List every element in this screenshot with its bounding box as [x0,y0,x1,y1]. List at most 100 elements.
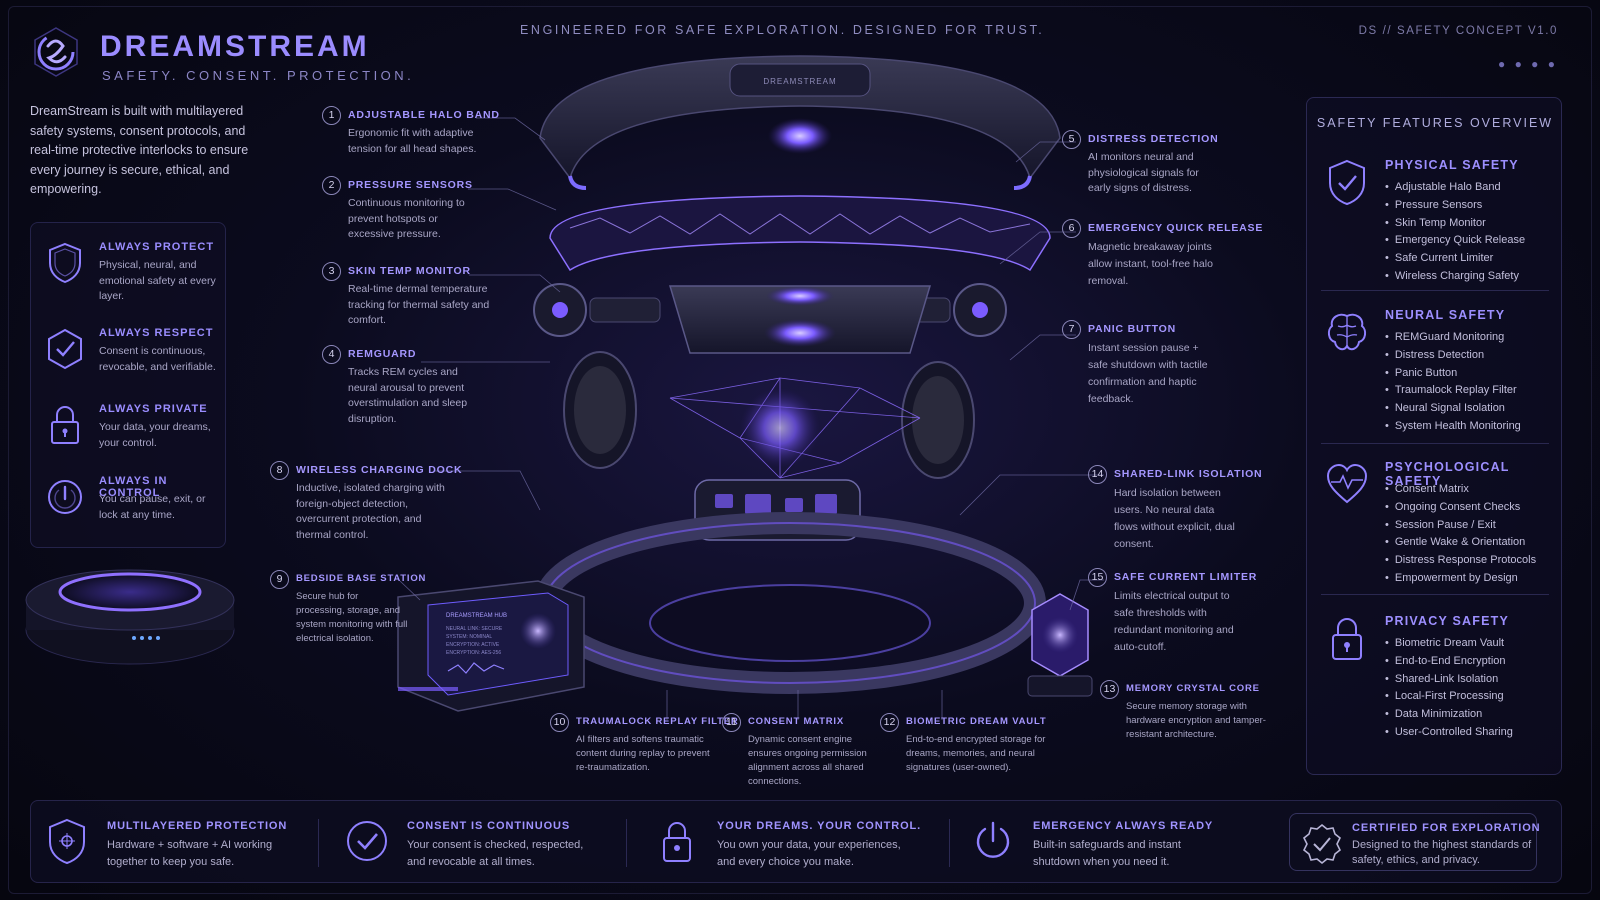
divider [1321,290,1549,291]
divider [318,819,319,867]
pillar-desc: Your data, your dreams, your control. [99,421,211,449]
callout-number: 12 [880,713,899,732]
divider [949,819,950,867]
pillar-title: ALWAYS RESPECT [99,327,214,339]
benefit-title: CERTIFIED FOR EXPLORATION [1352,822,1541,834]
callout-title: WIRELESS CHARGING DOCK [296,464,463,476]
list-item: Emergency Quick Release [1385,232,1525,250]
benefit-multilayered-protection: MULTILAYERED PROTECTION Hardware + softw… [31,801,311,884]
pillar-desc: You can pause, exit, or lock at any time… [99,493,206,521]
callout-number: 6 [1062,219,1081,238]
benefit-title: YOUR DREAMS. YOUR CONTROL. [717,820,922,832]
brand-tagline: SAFETY. CONSENT. PROTECTION. [102,68,415,83]
check-circle-icon [345,817,389,867]
list-item: Traumalock Replay Filter [1385,382,1521,400]
list-item: Adjustable Halo Band [1385,179,1525,197]
brand-title: DREAMSTREAM [100,30,370,63]
version-label: DS // SAFETY CONCEPT V1.0 [1358,25,1558,37]
section-list: REMGuard Monitoring Distress Detection P… [1385,329,1521,436]
page-dots-indicator[interactable]: ● ● ● ● [1498,57,1558,71]
callout-number: 9 [270,570,289,589]
hub-screen-line: ENCRYPTION: ACTIVE [446,642,500,648]
wireless-charging-dock [22,560,242,670]
certified-badge-icon [1300,822,1344,872]
page-frame [8,6,1592,894]
list-item: Wireless Charging Safety [1385,268,1525,286]
callout-title: PRESSURE SENSORS [348,179,473,191]
header-tagline: ENGINEERED FOR SAFE EXPLORATION. DESIGNE… [520,23,1045,37]
padlock-icon [655,817,699,867]
callout-number: 8 [270,461,289,480]
callout-title: ADJUSTABLE HALO BAND [348,109,500,121]
callout-number: 4 [322,345,341,364]
benefit-desc: Your consent is checked, respected, and … [407,839,584,868]
callout-title: REMGUARD [348,348,417,360]
hub-screen-line: ENCRYPTION: AES-256 [446,650,501,656]
power-icon [971,817,1015,867]
callout-desc: Ergonomic fit with adaptive tension for … [348,127,477,155]
list-item: End-to-End Encryption [1385,653,1513,671]
list-item: System Health Monitoring [1385,418,1521,436]
callout-title: SAFE CURRENT LIMITER [1114,571,1258,583]
brain-icon [1325,308,1369,358]
device-exploded-view: DREAMSTREAM [510,48,1100,708]
callout-desc: Continuous monitoring to prevent hotspot… [348,197,465,240]
callout-number: 5 [1062,130,1081,149]
list-item: Ongoing Consent Checks [1385,499,1536,517]
list-item: Pressure Sensors [1385,197,1525,215]
callout-number: 10 [550,713,569,732]
callout-desc: AI filters and softens traumatic content… [576,734,710,773]
memory-crystal-core [1020,590,1100,700]
list-item: Consent Matrix [1385,481,1536,499]
list-item: User-Controlled Sharing [1385,724,1513,742]
list-item: Data Minimization [1385,706,1513,724]
list-item: Safe Current Limiter [1385,250,1525,268]
shield-icon [45,241,85,285]
callout-number: 13 [1100,680,1119,699]
band-label: DREAMSTREAM [763,77,836,86]
callout-desc: Limits electrical output to safe thresho… [1114,590,1234,653]
shield-check-icon [1325,158,1369,208]
pillar-title: ALWAYS PROTECT [99,241,215,253]
bedside-base-station: DREAMSTREAM HUB NEURAL LINK: SECURE SYST… [388,575,588,715]
benefit-desc: Designed to the highest standards of saf… [1352,839,1532,866]
benefit-title: EMERGENCY ALWAYS READY [1033,820,1214,832]
panel-title: SAFETY FEATURES OVERVIEW [1316,116,1554,130]
callout-number: 3 [322,262,341,281]
list-item: Session Pause / Exit [1385,517,1536,535]
callout-number: 14 [1088,465,1107,484]
divider [626,819,627,867]
callout-desc: Instant session pause + safe shutdown wi… [1088,342,1208,405]
check-badge-icon [45,327,85,371]
callout-title: MEMORY CRYSTAL CORE [1126,683,1260,694]
certified-badge-card: CERTIFIED FOR EXPLORATION Designed to th… [1289,813,1540,872]
pillar-title: ALWAYS PRIVATE [99,403,208,415]
padlock-icon [45,403,85,447]
callout-number: 15 [1088,568,1107,587]
swirl-logo-icon [30,26,82,78]
section-title: PRIVACY SAFETY [1385,614,1509,628]
hub-screen-line: NEURAL LINK: SECURE [446,626,503,632]
callout-desc: Magnetic breakaway joints allow instant,… [1088,241,1213,287]
pillar-desc: Physical, neural, and emotional safety a… [99,259,216,302]
bottom-benefits-bar: MULTILAYERED PROTECTION Hardware + softw… [30,800,1562,883]
callout-title: SKIN TEMP MONITOR [348,265,471,277]
callout-title: CONSENT MATRIX [748,716,844,727]
hub-screen-line: SYSTEM: NOMINAL [446,634,492,640]
callout-desc: Tracks REM cycles and neural arousal to … [348,366,468,425]
list-item: Distress Detection [1385,347,1521,365]
list-item: Shared-Link Isolation [1385,671,1513,689]
callout-desc: AI monitors neural and physiological sig… [1088,151,1199,194]
callout-desc: End-to-end encrypted storage for dreams,… [906,734,1046,773]
pillar-desc: Consent is continuous, revocable, and ve… [99,345,216,373]
callout-desc: Real-time dermal temperature tracking fo… [348,283,490,326]
callout-number: 7 [1062,320,1081,339]
list-item: Panic Button [1385,365,1521,383]
shield-icon [45,817,89,867]
pillars-card: ALWAYS PROTECT Physical, neural, and emo… [30,222,226,548]
section-list: Adjustable Halo Band Pressure Sensors Sk… [1385,179,1525,286]
callout-title: PANIC BUTTON [1088,323,1176,335]
callout-title: SHARED-LINK ISOLATION [1114,468,1263,480]
callout-title: DISTRESS DETECTION [1088,133,1219,145]
benefit-emergency-ready: EMERGENCY ALWAYS READY Built-in safeguar… [957,801,1257,884]
